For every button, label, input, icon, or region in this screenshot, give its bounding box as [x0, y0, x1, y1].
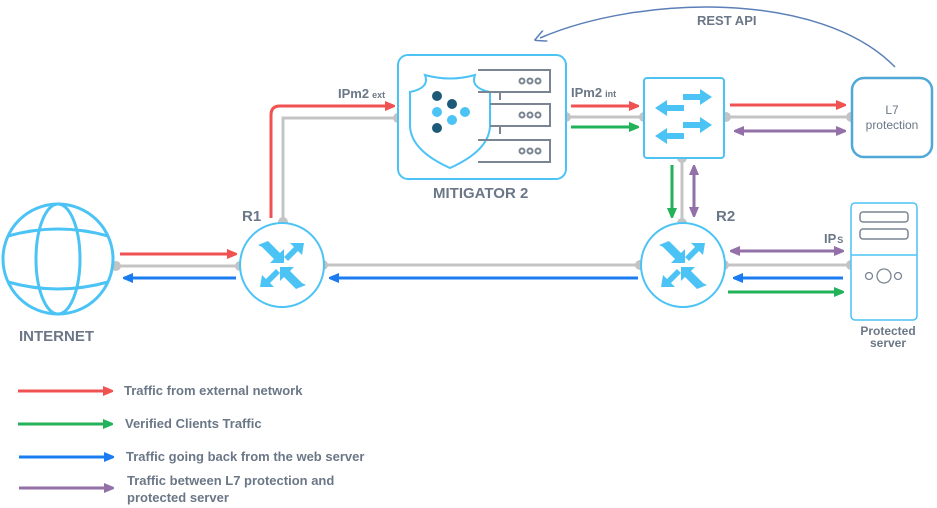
server-label-line2: server [870, 336, 906, 350]
l7-box [850, 76, 934, 159]
links [116, 115, 851, 268]
server-label-line1: Protected [860, 324, 915, 338]
rest-api-label: REST API [697, 13, 756, 28]
mitigator-label: MITIGATOR 2 [433, 185, 528, 202]
legend: Traffic from external network Verified C… [18, 383, 364, 505]
internet-label: INTERNET [19, 328, 94, 345]
router-r2-body [640, 222, 726, 308]
ips-label: IPS [824, 231, 843, 246]
switch-box [643, 77, 725, 159]
legend-text-l7-line1: Traffic between L7 protection and [127, 473, 334, 488]
globe-icon [1, 202, 115, 316]
router-r1[interactable]: R1 [239, 208, 325, 308]
switch-icon [655, 89, 712, 144]
server-icon [850, 202, 918, 321]
legend-item-external: Traffic from external network [18, 383, 303, 398]
rest-api-arc [540, 6, 896, 68]
router-icon [258, 241, 306, 289]
legend-item-back: Traffic going back from the web server [19, 449, 364, 464]
router-r1-body [239, 222, 325, 308]
shield-server-icon [409, 69, 551, 170]
switch-node[interactable] [643, 77, 725, 159]
l7-label-line2: protection [866, 118, 919, 132]
router-r2-label: R2 [716, 208, 735, 225]
l7-protection-node[interactable]: L7 protection [850, 76, 934, 159]
protected-server-node[interactable]: Protected server [850, 202, 918, 350]
router-r1-label: R1 [242, 208, 261, 225]
legend-item-verified: Verified Clients Traffic [18, 416, 262, 431]
router-icon [659, 241, 707, 289]
arrow-external-r1-mitigator [269, 106, 394, 218]
router-r2[interactable]: R2 [640, 208, 735, 308]
legend-text-l7-line2: protected server [127, 490, 229, 505]
legend-text-external: Traffic from external network [124, 383, 303, 398]
mitigator-box [397, 54, 567, 180]
legend-text-verified: Verified Clients Traffic [125, 416, 262, 431]
legend-text-back: Traffic going back from the web server [126, 449, 364, 464]
mitigator-node[interactable]: MITIGATOR 2 [397, 54, 567, 202]
link-r1-mitigator [281, 116, 398, 222]
internet-node[interactable]: INTERNET [1, 202, 115, 345]
legend-item-l7: Traffic between L7 protection and protec… [19, 473, 334, 505]
l7-label-line1: L7 [885, 103, 899, 117]
